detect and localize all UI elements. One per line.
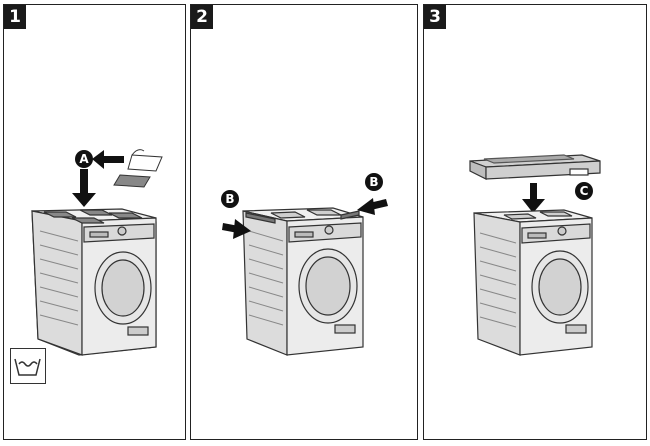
- stacking-tray: [469, 154, 601, 180]
- step-number-badge: 3: [424, 5, 446, 29]
- adhesive-pad: [113, 149, 163, 188]
- step-number-badge: 2: [191, 5, 213, 29]
- callout-a: A: [75, 150, 93, 168]
- callout-b-left: B: [221, 190, 239, 208]
- callout-c: C: [575, 182, 593, 200]
- washing-machine: [473, 209, 593, 356]
- washing-machine: [31, 208, 157, 356]
- left-arrow-icon: [357, 198, 388, 215]
- washer-illustration: [469, 154, 601, 356]
- callout-b-right: B: [365, 173, 383, 191]
- wash-basin-icon: [10, 348, 46, 384]
- washer-illustration: [31, 149, 163, 356]
- step-number-badge: 1: [4, 5, 26, 29]
- step-1-panel: 1: [3, 4, 186, 440]
- step-2-panel: 2: [190, 4, 418, 440]
- right-arrow-icon: [222, 219, 251, 239]
- left-arrow-icon: [92, 150, 124, 169]
- down-arrow-icon: [72, 169, 96, 207]
- washing-machine: [242, 207, 364, 356]
- down-arrow-icon: [522, 183, 545, 213]
- step-3-panel: 3: [423, 4, 647, 440]
- washer-illustration: [222, 198, 388, 356]
